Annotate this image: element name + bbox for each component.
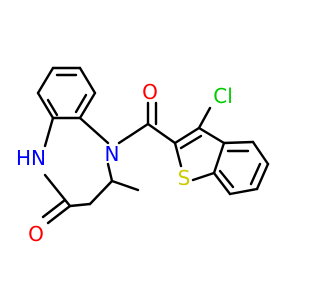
bond [78, 66, 97, 95]
atom-labels: O Cl N HN S O [16, 80, 233, 246]
bond [68, 202, 92, 208]
bond [106, 162, 114, 183]
bond [179, 134, 203, 150]
bond [222, 140, 255, 145]
bond [46, 204, 72, 225]
lactam-oxygen-label: O [28, 222, 44, 246]
sulfur-label: S [178, 166, 191, 190]
bond [218, 169, 235, 189]
bond [173, 141, 183, 168]
bond [36, 91, 55, 120]
bond [74, 93, 88, 114]
bond [212, 171, 232, 196]
molecule-structure: O Cl N HN S O [16, 66, 270, 246]
bond [212, 141, 226, 175]
carbonyl-oxygen-label: O [142, 80, 158, 104]
bond [43, 116, 55, 148]
bond [255, 162, 270, 191]
bond [88, 179, 114, 206]
bond [46, 98, 59, 117]
chlorine-label: Cl [213, 84, 233, 108]
bond [43, 173, 72, 208]
bond [228, 187, 259, 196]
amide-nitrogen-label: N [105, 142, 120, 166]
bond [197, 126, 226, 145]
bonds [36, 66, 270, 225]
bond [249, 162, 262, 186]
bond [110, 179, 140, 192]
bond [197, 106, 212, 130]
bond [78, 116, 110, 145]
bond [36, 66, 55, 95]
amine-nitrogen-label: HN [16, 146, 46, 170]
bond [78, 91, 97, 120]
bond [117, 122, 150, 145]
molecule-svg: O Cl N HN S O [16, 66, 270, 246]
bond [251, 140, 270, 166]
bond [191, 171, 216, 182]
bond [173, 126, 201, 145]
bond [146, 122, 177, 145]
bond [41, 198, 67, 219]
